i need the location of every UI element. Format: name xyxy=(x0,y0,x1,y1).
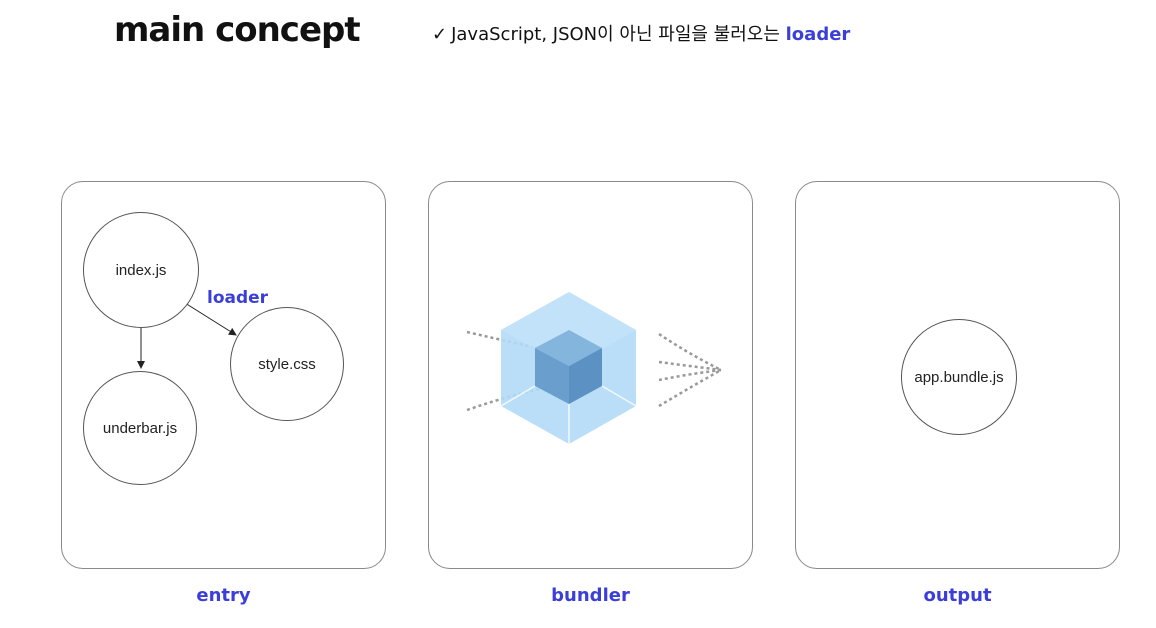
page-title: main concept xyxy=(114,10,361,50)
node-style-css: style.css xyxy=(230,307,344,421)
caption-output: output xyxy=(923,585,992,606)
node-label: underbar.js xyxy=(102,419,178,437)
cube-inner-top xyxy=(535,330,602,366)
arrow-index-to-style xyxy=(184,302,237,336)
node-label: app.bundle.js xyxy=(914,368,1004,386)
node-label: index.js xyxy=(115,261,167,279)
dashed-line xyxy=(658,368,722,382)
cube-inner-right xyxy=(569,348,602,404)
entry-panel: index.js loader style.css underbar.js xyxy=(61,181,386,569)
bundler-panel xyxy=(428,181,753,569)
dashed-line xyxy=(658,368,722,408)
entry-arrows xyxy=(137,302,237,369)
node-app-bundle-js: app.bundle.js xyxy=(901,319,1017,435)
webpack-cube-icon xyxy=(466,292,722,444)
cube-outer-top xyxy=(501,292,636,368)
node-label: style.css xyxy=(258,355,316,373)
dashed-line xyxy=(658,360,722,372)
subtitle-text: JavaScript, JSON이 아닌 파일을 불러오는 xyxy=(451,24,780,45)
node-underbar-js: underbar.js xyxy=(83,371,197,485)
output-panel: app.bundle.js xyxy=(795,181,1120,569)
caption-entry: entry xyxy=(196,585,251,606)
subtitle: ✓JavaScript, JSON이 아닌 파일을 불러오는 loader xyxy=(432,20,850,46)
loader-label: loader xyxy=(207,288,269,308)
dashed-line xyxy=(658,332,722,372)
checkmark-icon: ✓ xyxy=(432,24,448,45)
node-index-js: index.js xyxy=(83,212,199,328)
cube-inner-left xyxy=(535,348,569,404)
subtitle-highlight: loader xyxy=(785,24,851,45)
caption-bundler: bundler xyxy=(551,585,630,606)
